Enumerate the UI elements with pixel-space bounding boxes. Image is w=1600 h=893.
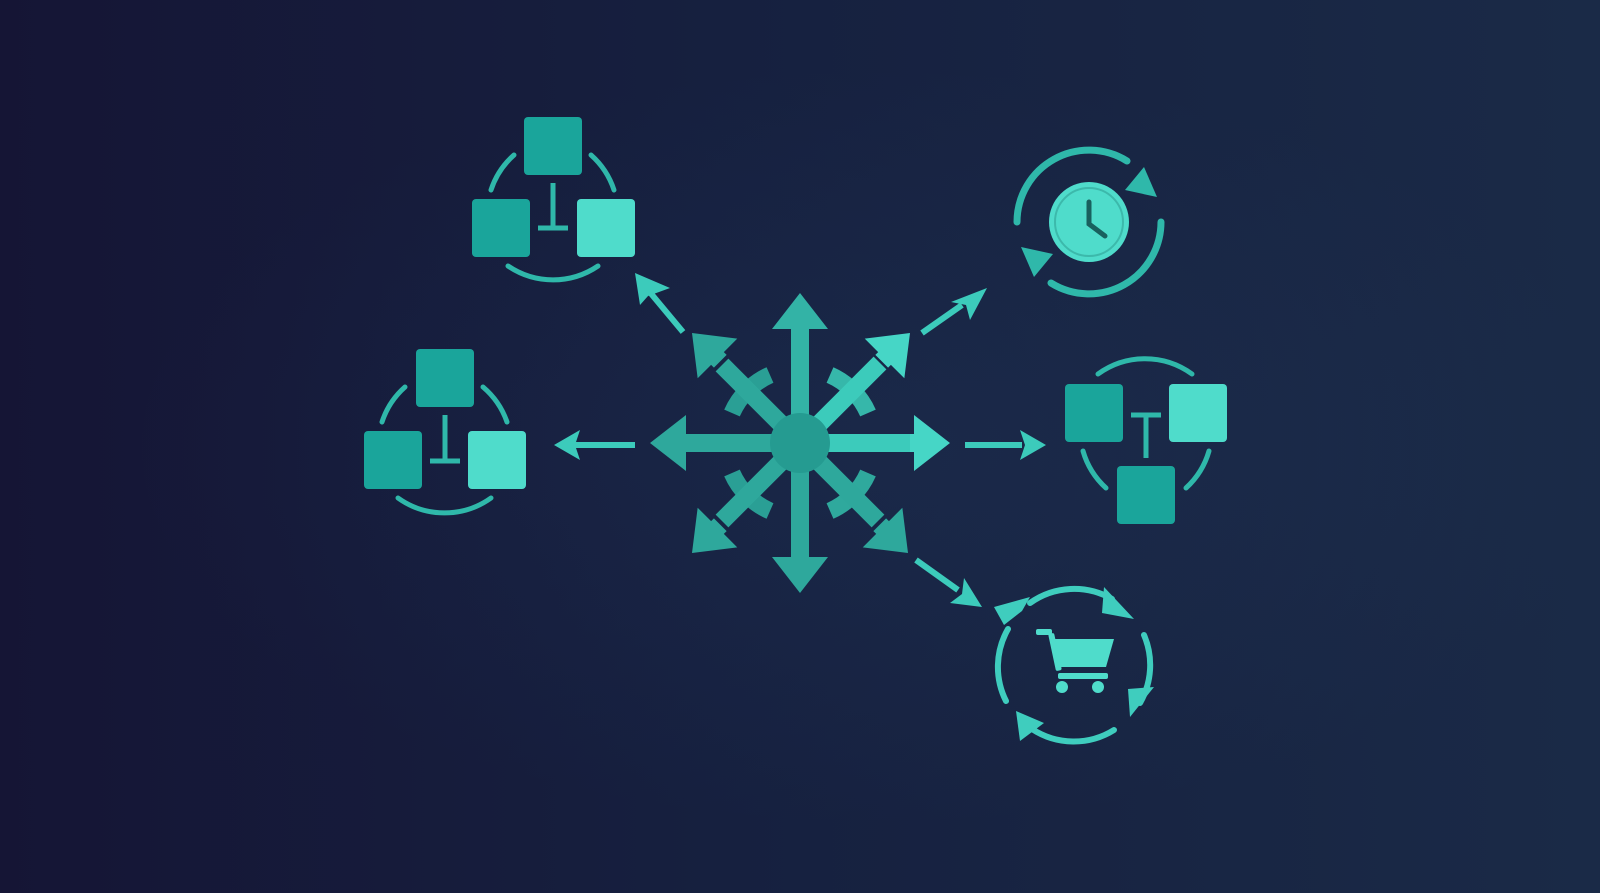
refresh-arcs	[1013, 146, 1165, 298]
arrow-to-mid-right	[965, 430, 1046, 460]
cycle-arrowhead	[1016, 711, 1044, 741]
cycle-arcs	[379, 384, 510, 516]
block-right	[1169, 384, 1227, 442]
refresh-arrowhead	[1125, 167, 1157, 197]
three-block-network-icon	[1065, 356, 1227, 524]
arrow-to-bottom-right	[914, 557, 982, 607]
three-block-network-icon	[472, 117, 635, 283]
block-bottom	[1117, 466, 1175, 524]
three-block-network-icon	[364, 349, 526, 516]
cycle-arrowhead	[994, 597, 1030, 625]
cycle-arrowhead	[1128, 687, 1154, 717]
arrow-to-top-right	[920, 288, 987, 336]
connector-arrows	[554, 273, 1046, 607]
cycle-arcs	[488, 152, 617, 283]
arrow-to-mid-left	[554, 430, 635, 460]
block-top	[416, 349, 474, 407]
clock-hands	[1086, 199, 1108, 239]
block-left	[1065, 384, 1123, 442]
shopping-cart-cycle-icon	[994, 585, 1154, 745]
block-right	[577, 199, 635, 257]
clock-rim	[1054, 187, 1124, 257]
arrow-to-top-left	[635, 273, 686, 334]
radial-arrows-hub-icon	[650, 293, 950, 593]
hub-center	[770, 413, 830, 473]
clock-refresh-icon	[1013, 146, 1165, 298]
connector-tee	[430, 415, 460, 464]
block-top	[524, 117, 582, 175]
connector-tee	[1131, 412, 1161, 458]
block-right	[468, 431, 526, 489]
block-left	[472, 199, 530, 257]
refresh-arrowhead	[1021, 247, 1053, 277]
cart-icon	[1036, 629, 1114, 693]
connector-tee	[538, 183, 568, 231]
cycle-arcs	[1080, 356, 1212, 491]
cycle-arrowhead	[1102, 587, 1134, 619]
block-left	[364, 431, 422, 489]
